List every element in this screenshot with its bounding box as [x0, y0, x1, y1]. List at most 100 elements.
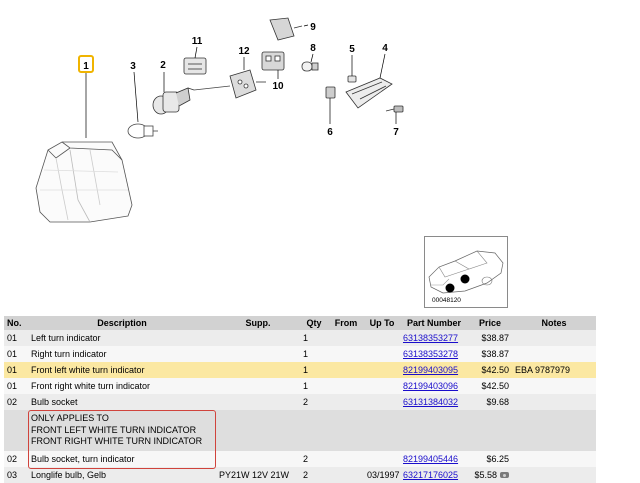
cell-upto: [364, 394, 400, 410]
cell-price: $9.68: [468, 394, 512, 410]
cell-supp: [216, 330, 300, 346]
callout-1-highlight[interactable]: [78, 55, 94, 73]
leader-lines: [85, 24, 397, 138]
parts-diagram: 1 3 2 11 12 10 9 8 5 4 6 7: [35, 17, 404, 223]
cell-from: [328, 466, 364, 483]
bulb-drawing: [127, 123, 158, 139]
part-number-link[interactable]: 82199403095: [403, 365, 459, 375]
header-part-number: Part Number: [400, 316, 468, 330]
turn-indicator-lens-drawing: [35, 141, 133, 223]
car-outline-drawing: [428, 250, 504, 294]
cell-qty: 2: [300, 394, 328, 410]
callout-6[interactable]: 6: [327, 127, 333, 138]
location-marker-side: [460, 274, 470, 284]
cell-description: Left turn indicator: [28, 330, 216, 346]
callout-5[interactable]: 5: [349, 44, 355, 55]
car-location-inset: [424, 236, 508, 308]
note-line: FRONT LEFT WHITE TURN INDICATOR: [31, 424, 197, 435]
table-row[interactable]: 03 Longlife bulb, Gelb PY21W 12V 21W 2 0…: [4, 466, 596, 483]
part-number-link[interactable]: 82199403096: [403, 381, 459, 391]
cell-qty: 2: [300, 450, 328, 467]
cell-price: $6.25: [468, 450, 512, 467]
cell-description: Right turn indicator: [28, 346, 216, 362]
cell-description: Front right white turn indicator: [28, 378, 216, 394]
cell-notes: [512, 346, 596, 362]
cell-description: Longlife bulb, Gelb: [28, 466, 216, 483]
cell-price: $5.58: [474, 469, 497, 480]
header-description: Description: [28, 316, 216, 330]
cell-no: 01: [4, 346, 28, 362]
part-number-link[interactable]: 63138353278: [403, 349, 459, 359]
callout-10[interactable]: 10: [272, 81, 284, 92]
header-price: Price: [468, 316, 512, 330]
note-row: ONLY APPLIES TO FRONT LEFT WHITE TURN IN…: [4, 410, 596, 451]
cell-supp: [216, 362, 300, 378]
cell-supp: [216, 394, 300, 410]
part-number-link[interactable]: 63217176025: [403, 469, 459, 480]
cell-notes: [512, 466, 596, 483]
cell-price: $38.87: [468, 330, 512, 346]
header-no: No.: [4, 316, 28, 330]
cell-description: Bulb socket, turn indicator: [28, 450, 216, 467]
cell-no: 01: [4, 362, 28, 378]
callout-7[interactable]: 7: [393, 127, 399, 138]
callout-12[interactable]: 12: [238, 46, 250, 57]
cell-upto: [364, 378, 400, 394]
screw-7-drawing: [385, 105, 404, 113]
note-line: ONLY APPLIES TO: [31, 413, 109, 423]
cell-from: [328, 394, 364, 410]
bulb-socket-drawing: [152, 87, 195, 115]
connector-12-drawing: [229, 69, 266, 99]
cell-upto: [364, 330, 400, 346]
callout-1[interactable]: 1: [83, 61, 89, 72]
table-row-selected[interactable]: 01 Front left white turn indicator 1 821…: [4, 362, 596, 378]
cell-no: 03: [4, 466, 28, 483]
table-row[interactable]: 02 Bulb socket 2 63131384032 $9.68: [4, 394, 596, 410]
header-qty: Qty: [300, 316, 328, 330]
callout-9[interactable]: 9: [310, 22, 316, 33]
table-row[interactable]: 01 Front right white turn indicator 1 82…: [4, 378, 596, 394]
part-number-link[interactable]: 82199405446: [403, 453, 459, 464]
part-number-link[interactable]: 63138353277: [403, 333, 459, 343]
cell-no: 02: [4, 450, 28, 467]
header-upto: Up To: [364, 316, 400, 330]
cell-no: 02: [4, 394, 28, 410]
parts-table: No. Description Supp. Qty From Up To Par…: [4, 316, 596, 483]
table-row[interactable]: 02 Bulb socket, turn indicator 2 8219940…: [4, 450, 596, 467]
header-notes: Notes: [512, 316, 596, 330]
bulb-8-drawing: [301, 61, 319, 72]
cell-from: [328, 378, 364, 394]
camera-icon[interactable]: [500, 472, 509, 479]
cell-description: Bulb socket: [28, 394, 216, 410]
cell-supp: PY21W 12V 21W: [216, 466, 300, 483]
cell-supp: [216, 346, 300, 362]
table-header: No. Description Supp. Qty From Up To Par…: [4, 316, 596, 330]
table-row[interactable]: 01 Left turn indicator 1 63138353277 $38…: [4, 330, 596, 346]
cell-no: 01: [4, 330, 28, 346]
cell-notes: [512, 450, 596, 467]
part-number-link[interactable]: 63131384032: [403, 397, 459, 407]
callout-2[interactable]: 2: [160, 60, 166, 71]
cell-qty: 1: [300, 330, 328, 346]
cell-description: Front left white turn indicator: [28, 362, 216, 378]
cell-supp: [216, 450, 300, 467]
cell-notes: [512, 330, 596, 346]
callout-11[interactable]: 11: [192, 36, 203, 47]
cell-upto: [364, 362, 400, 378]
cell-upto: [364, 346, 400, 362]
wire-line: [193, 85, 231, 91]
cell-qty: 1: [300, 346, 328, 362]
callout-3[interactable]: 3: [130, 61, 136, 72]
inset-diagram-code: 00048120: [432, 297, 461, 304]
cell-from: [328, 330, 364, 346]
cell-from: [328, 346, 364, 362]
callout-4[interactable]: 4: [382, 43, 388, 54]
plug-9-drawing: [269, 17, 303, 41]
cell-qty: 1: [300, 362, 328, 378]
cell-no: 01: [4, 378, 28, 394]
callout-8[interactable]: 8: [310, 43, 316, 54]
table-row[interactable]: 01 Right turn indicator 1 63138353278 $3…: [4, 346, 596, 362]
header-from: From: [328, 316, 364, 330]
note-line: FRONT RIGHT WHITE TURN INDICATOR: [31, 436, 203, 446]
side-repeater-drawing: [345, 77, 393, 109]
